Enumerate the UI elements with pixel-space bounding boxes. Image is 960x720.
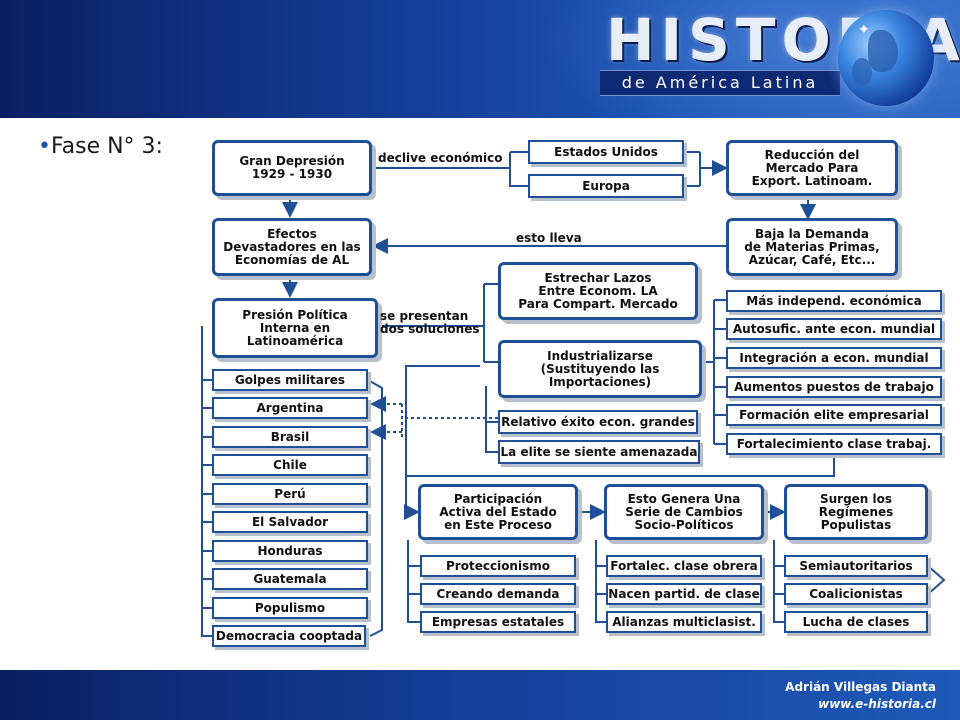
elite-amenazada-box: La elite se siente amenazada: [498, 440, 700, 464]
list-item: Alianzas multiclasist.: [606, 611, 762, 633]
list-item: Honduras: [212, 540, 368, 562]
se-presentan-label: se presentan dos soluciones: [380, 309, 480, 336]
esto-lleva-label: esto lleva: [516, 231, 582, 245]
list-item: Semiautoritarios: [784, 555, 928, 577]
list-item: Fortalecimiento clase trabaj.: [726, 433, 942, 455]
list-item: Nacen partid. de clase: [606, 583, 762, 605]
list-item: Fortalec. clase obrera: [606, 555, 762, 577]
phase-title: •Fase N° 3:: [38, 134, 163, 159]
globe-landmass: [852, 58, 872, 86]
bullet-icon: •: [38, 134, 51, 159]
list-item: Perú: [212, 483, 368, 505]
list-item: Empresas estatales: [420, 611, 576, 633]
list-item: Guatemala: [212, 568, 368, 590]
estrechar-lazos-box: Estrechar Lazos Entre Econom. LA Para Co…: [498, 262, 698, 320]
list-item: Golpes militares: [212, 369, 368, 391]
list-item: Aumentos puestos de trabajo: [726, 376, 942, 398]
sparkle-icon: ✦: [858, 22, 870, 38]
list-item: Más independ. económica: [726, 290, 942, 312]
logo-subtitle: de América Latina: [600, 70, 840, 96]
list-item: Lucha de clases: [784, 611, 928, 633]
gran-depresion-box: Gran Depresión 1929 - 1930: [212, 140, 372, 196]
header-banner: HISTORIA de América Latina ✦: [0, 0, 960, 118]
relativo-exito-box: Relativo éxito econ. grandes: [498, 410, 698, 434]
reduccion-mercado-box: Reducción del Mercado Para Export. Latin…: [726, 140, 898, 196]
presion-politica-box: Presión Política Interna en Latinoaméric…: [212, 298, 378, 358]
estados-unidos-box: Estados Unidos: [528, 140, 684, 164]
list-item: Integración a econ. mundial: [726, 347, 942, 369]
regimenes-populistas-box: Surgen los Regímenes Populistas: [784, 484, 928, 540]
footer-banner: Adrián Villegas Dianta www.e-historia.cl: [0, 670, 960, 720]
industrializarse-box: Industrializarse (Sustituyendo las Impor…: [498, 340, 702, 398]
list-item: Brasil: [212, 426, 368, 448]
globe-icon: ✦: [838, 10, 934, 106]
list-item: Chile: [212, 454, 368, 476]
efectos-box: Efectos Devastadores en las Economías de…: [212, 218, 372, 276]
phase-title-text: Fase N° 3:: [50, 134, 163, 159]
list-item: Proteccionismo: [420, 555, 576, 577]
baja-demanda-box: Baja la Demanda de Materias Primas, Azúc…: [726, 218, 898, 276]
globe-landmass: [868, 30, 898, 72]
list-item: Democracia cooptada: [212, 625, 366, 647]
author-name: Adrián Villegas Dianta: [785, 680, 936, 694]
declive-label: declive económico: [378, 151, 503, 165]
list-item: El Salvador: [212, 511, 368, 533]
list-item: Populismo: [212, 597, 368, 619]
list-item: Coalicionistas: [784, 583, 928, 605]
list-item: Argentina: [212, 397, 368, 419]
list-item: Formación elite empresarial: [726, 404, 942, 426]
europa-box: Europa: [528, 174, 684, 198]
participacion-estado-box: Participación Activa del Estado en Este …: [418, 484, 578, 540]
list-item: Creando demanda: [420, 583, 576, 605]
website-url[interactable]: www.e-historia.cl: [818, 697, 936, 711]
list-item: Autosufic. ante econ. mundial: [726, 318, 942, 340]
genera-cambios-box: Esto Genera Una Serie de Cambios Socio-P…: [604, 484, 764, 540]
